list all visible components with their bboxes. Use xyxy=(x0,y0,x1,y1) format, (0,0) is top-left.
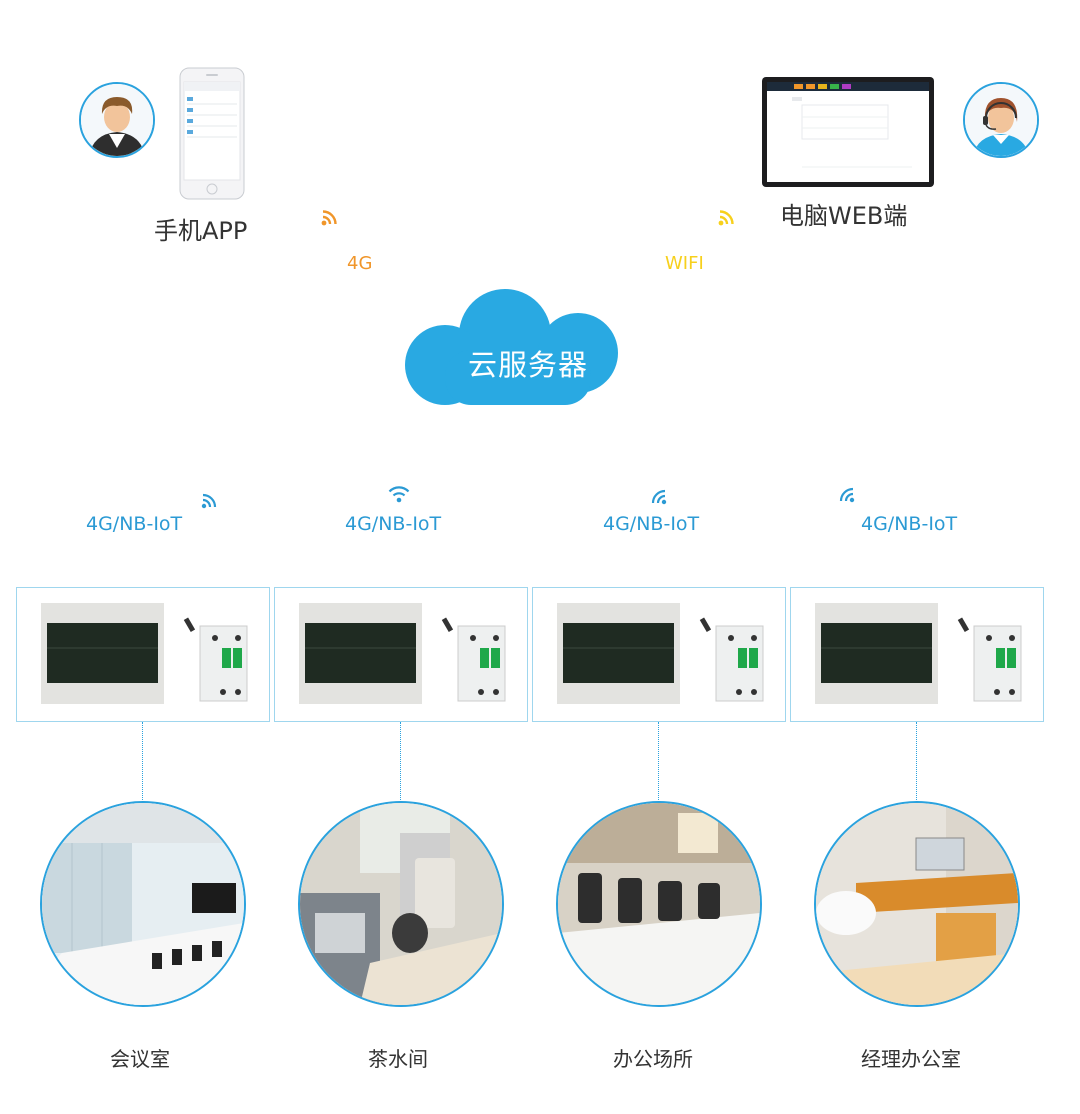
room-label: 经理办公室 xyxy=(861,1047,961,1071)
headset-user-icon xyxy=(965,84,1037,156)
network-type-label: 4G/NB-IoT xyxy=(603,513,700,535)
web-client-label: 电脑WEB端 xyxy=(780,202,908,230)
breaker-device-icon xyxy=(41,603,248,704)
net-signal-icon xyxy=(837,486,855,507)
monitor-mockup xyxy=(762,77,934,187)
cloud-server: 云服务器 xyxy=(402,280,638,406)
room-label: 会议室 xyxy=(110,1047,170,1071)
connector-line xyxy=(142,722,143,802)
net-signal-icon xyxy=(388,486,410,507)
pantry-icon xyxy=(300,803,502,1005)
connector-line xyxy=(916,722,917,802)
office-icon xyxy=(558,803,760,1005)
link-wifi-label: WIFI xyxy=(665,253,704,274)
device-panel xyxy=(16,587,270,722)
network-type-label: 4G/NB-IoT xyxy=(861,513,958,535)
cloud-icon xyxy=(405,289,618,405)
breaker-device-icon xyxy=(299,603,506,704)
connector-line xyxy=(400,722,401,802)
net-signal-icon xyxy=(201,492,219,513)
net-signal-icon xyxy=(649,488,667,509)
device-panel xyxy=(274,587,528,722)
network-type-label: 4G/NB-IoT xyxy=(345,513,442,535)
meeting-room-icon xyxy=(42,803,244,1005)
room-photo-office xyxy=(556,801,762,1007)
signal-wifi-icon xyxy=(718,208,738,230)
network-type-label: 4G/NB-IoT xyxy=(86,513,183,535)
room-label: 办公场所 xyxy=(613,1047,693,1071)
room-photo-manager xyxy=(814,801,1020,1007)
signal-4g-icon xyxy=(321,208,341,230)
connector-line xyxy=(658,722,659,802)
device-panel xyxy=(790,587,1044,722)
phone-app-label: 手机APP xyxy=(154,217,248,245)
phone-mockup xyxy=(179,67,245,200)
breaker-device-icon xyxy=(557,603,764,704)
phone-icon xyxy=(179,67,245,200)
cloud-server-label: 云服务器 xyxy=(468,348,589,382)
room-photo-meeting xyxy=(40,801,246,1007)
mobile-user-avatar xyxy=(79,82,155,158)
room-photo-pantry xyxy=(298,801,504,1007)
breaker-device-icon xyxy=(815,603,1022,704)
user-avatar-icon xyxy=(81,84,153,156)
monitor-icon xyxy=(762,77,934,187)
manager-office-icon xyxy=(816,803,1018,1005)
link-4g-label: 4G xyxy=(347,253,373,274)
device-panel xyxy=(532,587,786,722)
operator-avatar xyxy=(963,82,1039,158)
room-label: 茶水间 xyxy=(368,1047,428,1071)
